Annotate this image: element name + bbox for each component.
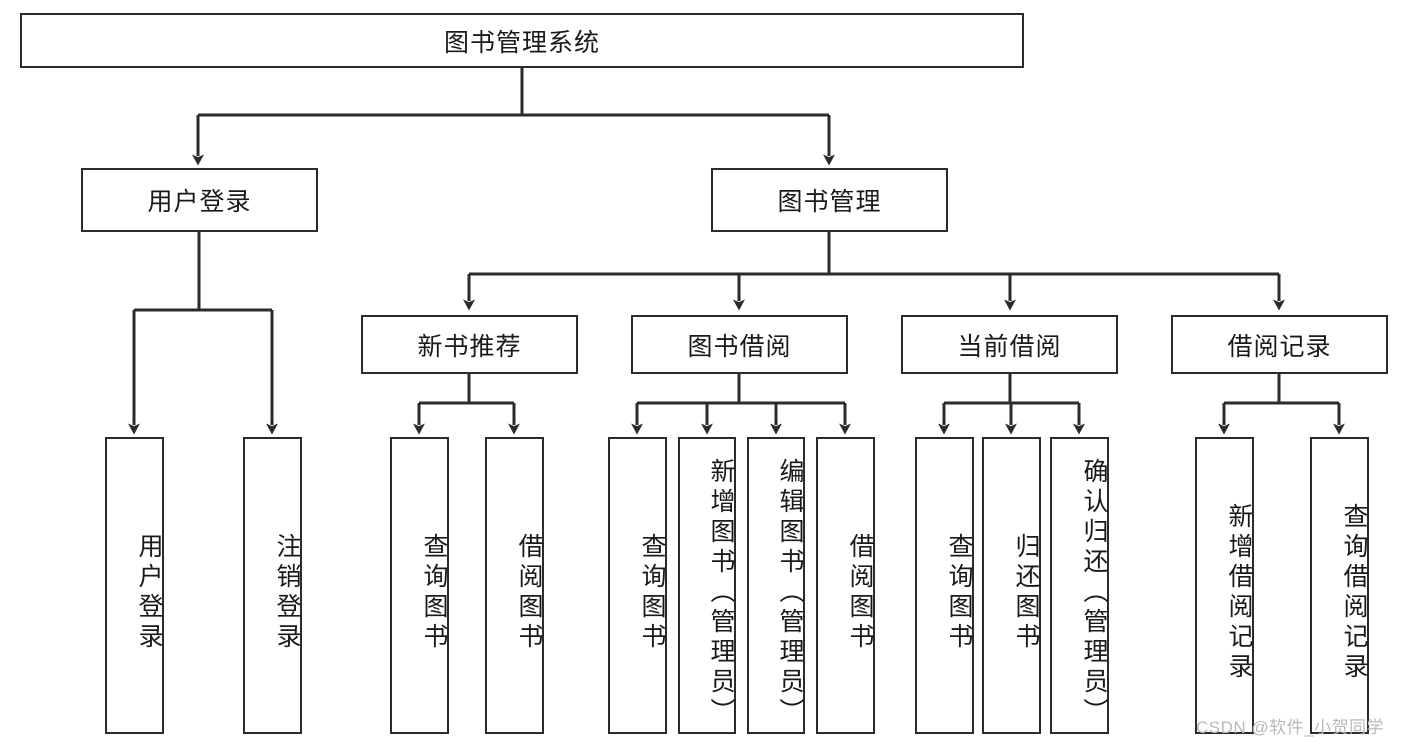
leaf-current-query-book[interactable]: 查询图书 [915, 437, 974, 734]
leaf-borrow-borrow-book[interactable]: 借阅图书 [816, 437, 875, 734]
node-book-borrow[interactable]: 图书借阅 [631, 315, 848, 374]
leaf-newbook-borrow-book[interactable]: 借阅图书 [485, 437, 544, 734]
node-root-system[interactable]: 图书管理系统 [20, 13, 1024, 68]
leaf-user-login-signin[interactable]: 用户登录 [105, 437, 164, 734]
leaf-borrow-add-book-admin[interactable]: 新增图书（管理员） [678, 437, 736, 734]
leaf-borrow-query-book[interactable]: 查询图书 [608, 437, 667, 734]
node-current-borrow[interactable]: 当前借阅 [901, 315, 1118, 374]
watermark-csdn: CSDN @软件_小贺同学 [1196, 718, 1385, 737]
leaf-user-login-signout[interactable]: 注销登录 [243, 437, 302, 734]
leaf-record-query-record[interactable]: 查询借阅记录 [1310, 437, 1369, 734]
leaf-record-add-record[interactable]: 新增借阅记录 [1195, 437, 1254, 734]
node-user-login[interactable]: 用户登录 [81, 168, 318, 232]
leaf-borrow-edit-book-admin[interactable]: 编辑图书（管理员） [747, 437, 805, 734]
node-new-book-recommend[interactable]: 新书推荐 [361, 315, 578, 374]
leaf-current-confirm-return-admin[interactable]: 确认归还（管理员） [1050, 437, 1109, 734]
leaf-current-return-book[interactable]: 归还图书 [982, 437, 1041, 734]
node-book-management[interactable]: 图书管理 [711, 168, 948, 232]
node-borrow-record[interactable]: 借阅记录 [1171, 315, 1388, 374]
leaf-newbook-query-book[interactable]: 查询图书 [390, 437, 449, 734]
